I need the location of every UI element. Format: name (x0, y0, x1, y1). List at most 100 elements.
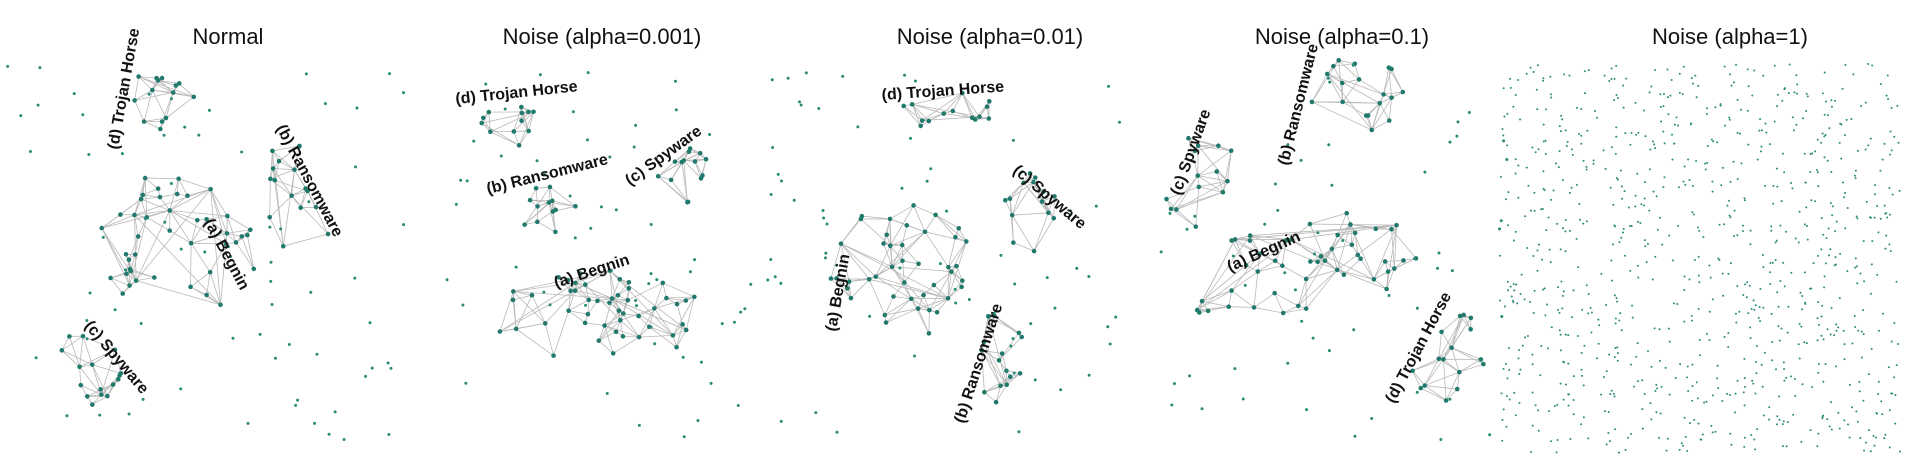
isolated-node (1897, 343, 1900, 346)
isolated-node (1613, 395, 1616, 398)
trojan-horse-edge (943, 113, 973, 119)
cluster-label-ransomware: (b) Ransomware (1275, 42, 1322, 167)
isolated-node (1814, 150, 1817, 153)
isolated-node (1536, 269, 1539, 272)
spyware-edge (100, 349, 116, 395)
isolated-node (1721, 399, 1724, 402)
begnin-edge (893, 296, 912, 300)
isolated-node (1831, 214, 1834, 217)
spyware-edge (1198, 145, 1232, 152)
spyware-edge (1033, 218, 1055, 252)
begnin-node (845, 286, 850, 291)
isolated-node (1009, 344, 1013, 348)
isolated-node (1697, 274, 1700, 277)
isolated-node (1890, 149, 1893, 152)
begnin-node (1355, 252, 1361, 258)
isolated-node (1890, 106, 1893, 109)
isolated-node (1649, 148, 1652, 151)
isolated-node (542, 172, 546, 176)
ransomware-edge (537, 221, 556, 233)
isolated-node (1508, 398, 1511, 401)
begnin-edge (929, 271, 952, 311)
begnin-edge (178, 178, 188, 196)
begnin-edge (190, 242, 211, 273)
isolated-node (1897, 141, 1900, 144)
isolated-node (229, 255, 233, 259)
ransomware-node (981, 339, 987, 345)
isolated-node (1770, 312, 1773, 315)
isolated-node (1547, 216, 1550, 219)
ransomware-node (1309, 99, 1315, 105)
isolated-node (1571, 153, 1574, 156)
isolated-node (1622, 106, 1625, 109)
begnin-node (602, 323, 607, 328)
isolated-node (1749, 326, 1752, 329)
spyware-node (89, 402, 95, 407)
isolated-node (1879, 83, 1882, 86)
isolated-node (1568, 74, 1571, 77)
begnin-node (1318, 253, 1324, 259)
trojan-horse-edge (1424, 358, 1440, 386)
isolated-node (1823, 113, 1826, 116)
isolated-node (1653, 143, 1656, 146)
isolated-node (1011, 337, 1015, 341)
spyware-edge (61, 350, 80, 368)
isolated-node (1572, 398, 1575, 401)
isolated-node (1607, 411, 1610, 414)
isolated-node (792, 198, 796, 202)
isolated-node (1827, 227, 1830, 230)
spyware-edge (1197, 145, 1228, 182)
begnin-edge (206, 272, 211, 296)
isolated-node (1703, 401, 1706, 404)
isolated-node (1561, 307, 1564, 310)
isolated-node (1876, 273, 1879, 276)
isolated-node (1834, 99, 1837, 102)
isolated-node (1827, 254, 1830, 257)
isolated-node (1589, 306, 1592, 309)
isolated-node (1714, 106, 1717, 109)
isolated-node (1300, 319, 1304, 323)
trojan-horse-edge (1438, 314, 1465, 359)
isolated-node (1821, 304, 1824, 307)
begnin-edge (884, 296, 894, 316)
isolated-node (1805, 342, 1808, 345)
isolated-node (1820, 217, 1823, 220)
begnin-edge (597, 298, 613, 302)
begnin-edge (169, 210, 198, 221)
trojan-horse-node (519, 110, 525, 116)
begnin-node (1303, 306, 1309, 311)
spyware-node (1031, 179, 1036, 185)
trojan-horse-node (526, 109, 531, 115)
isolated-node (1701, 433, 1704, 436)
ransomware-edge (272, 150, 295, 170)
begnin-edge (513, 270, 610, 292)
begnin-edge (1306, 269, 1338, 280)
isolated-node (1730, 84, 1733, 87)
begnin-edge (923, 294, 930, 311)
spyware-edge (79, 349, 116, 368)
spyware-node (1033, 175, 1038, 180)
isolated-node (1846, 423, 1849, 426)
isolated-node (1828, 425, 1831, 428)
isolated-node (169, 97, 173, 101)
spyware-node (672, 159, 678, 164)
isolated-node (162, 133, 166, 137)
begnin-node (572, 288, 578, 293)
isolated-node (1510, 295, 1513, 298)
ransomware-edge (272, 168, 292, 196)
begnin-edge (662, 282, 695, 298)
trojan-horse-edge (1441, 315, 1461, 333)
begnin-edge (169, 178, 180, 211)
isolated-node (1500, 392, 1503, 395)
begnin-edge (210, 188, 228, 234)
begnin-node (953, 234, 958, 240)
trojan-horse-edge (134, 92, 174, 101)
isolated-node (649, 222, 653, 226)
isolated-node (1668, 234, 1671, 237)
isolated-node (953, 287, 957, 291)
isolated-node (1695, 381, 1698, 384)
isolated-node (1717, 387, 1720, 390)
spyware-node (1009, 212, 1015, 218)
trojan-horse-node (488, 129, 493, 135)
isolated-node (1609, 393, 1612, 396)
